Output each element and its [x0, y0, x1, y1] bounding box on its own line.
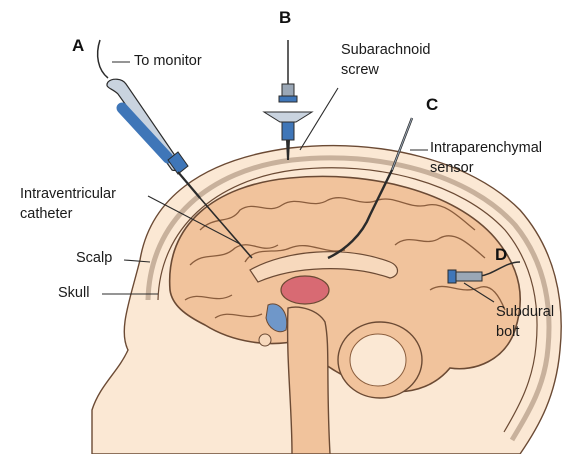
- label-letter-b: B: [279, 9, 291, 27]
- cerebellum-core: [350, 334, 406, 386]
- label-catheter: catheter: [20, 206, 72, 223]
- label-screw: screw: [341, 62, 379, 79]
- label-sensor: sensor: [430, 160, 474, 177]
- thalamus: [281, 276, 329, 304]
- label-subdural: Subdural: [496, 304, 554, 321]
- label-subarachnoid: Subarachnoid: [341, 42, 431, 59]
- label-to-monitor: To monitor: [134, 53, 202, 70]
- pituitary: [259, 334, 271, 346]
- label-scalp: Scalp: [76, 250, 112, 267]
- label-intraventricular: Intraventricular: [20, 186, 116, 203]
- label-bolt: bolt: [496, 324, 519, 341]
- label-letter-d: D: [495, 246, 507, 264]
- brainstem: [288, 307, 330, 454]
- label-letter-a: A: [72, 37, 84, 55]
- label-intraparenchymal: Intraparenchymal: [430, 140, 542, 157]
- label-letter-c: C: [426, 96, 438, 114]
- label-skull: Skull: [58, 285, 89, 302]
